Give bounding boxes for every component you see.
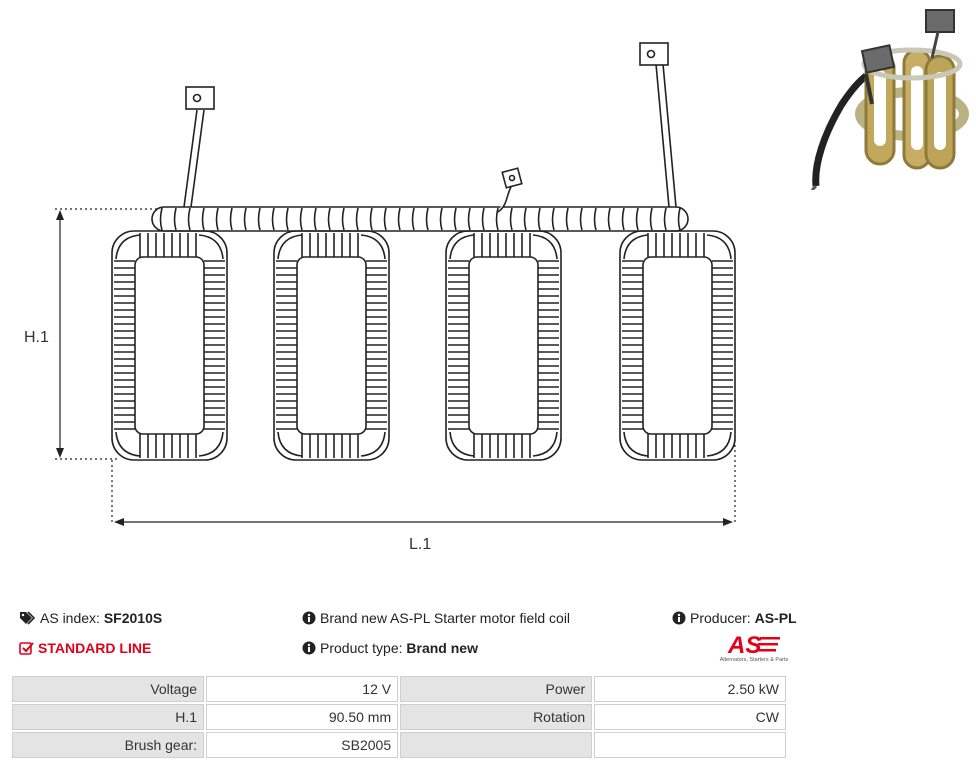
product-type-label: Product type: (320, 640, 403, 656)
product-type-line: Product type: Brand new (302, 640, 478, 656)
specs-table: Voltage 12 V Power 2.50 kW H.1 90.50 mm … (10, 674, 788, 760)
producer-value: AS-PL (754, 610, 797, 626)
spec-value: SB2005 (206, 732, 399, 758)
spec-key: Power (400, 676, 593, 702)
info-circle-icon (302, 611, 316, 625)
as-index-line: AS index: SF2010S (19, 610, 162, 626)
info-circle-icon (672, 611, 686, 625)
standard-line-badge: STANDARD LINE (19, 640, 151, 656)
product-type-value: Brand new (406, 640, 478, 656)
description-line: Brand new AS-PL Starter motor field coil (302, 610, 570, 626)
table-row: H.1 90.50 mm Rotation CW (12, 704, 786, 730)
table-row: Brush gear: SB2005 (12, 732, 786, 758)
spec-value: 12 V (206, 676, 399, 702)
spec-value: 90.50 mm (206, 704, 399, 730)
length-dimension-label: L.1 (409, 536, 431, 553)
spec-value (594, 732, 786, 758)
tags-icon (20, 611, 36, 625)
spec-key: H.1 (12, 704, 205, 730)
standard-line-label: STANDARD LINE (38, 640, 152, 656)
as-index-value: SF2010S (103, 610, 163, 626)
producer-line: Producer: AS-PL (672, 610, 797, 626)
height-dimension-label: H.1 (24, 329, 49, 346)
spec-key (400, 732, 593, 758)
logo-tagline: Alternators, Starters & Parts (719, 657, 789, 663)
as-pl-logo: AS Alternators, Starters & Parts (714, 631, 794, 665)
spec-key: Rotation (400, 704, 593, 730)
spec-value: 2.50 kW (594, 676, 786, 702)
spec-key: Voltage (12, 676, 205, 702)
check-square-icon (19, 642, 34, 655)
spec-key: Brush gear: (12, 732, 205, 758)
field-coil-diagram: H.1 L.1 (24, 42, 736, 553)
producer-label: Producer: (690, 610, 751, 626)
spec-value: CW (594, 704, 786, 730)
table-row: Voltage 12 V Power 2.50 kW (12, 676, 786, 702)
product-photo (810, 9, 969, 190)
product-description: Brand new AS-PL Starter motor field coil (320, 610, 571, 626)
info-circle-icon (302, 641, 316, 655)
svg-text:AS: AS (727, 632, 761, 657)
as-index-label: AS index: (40, 610, 100, 626)
